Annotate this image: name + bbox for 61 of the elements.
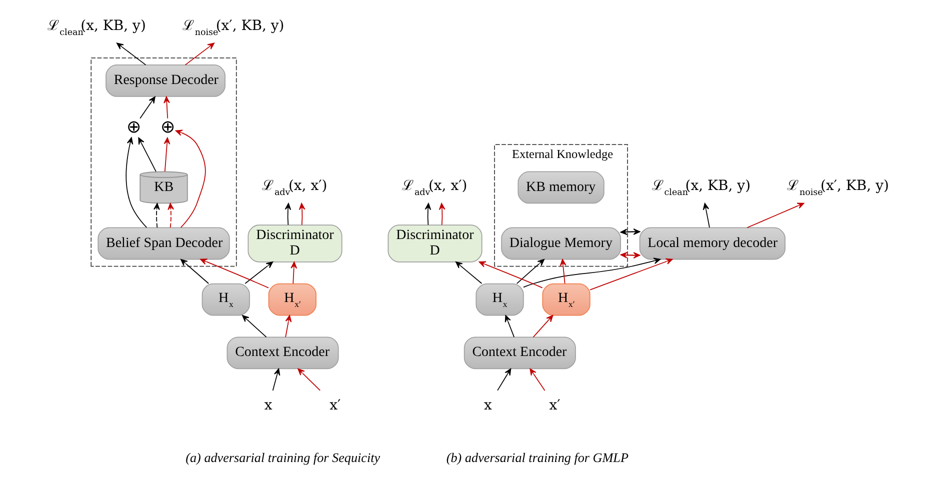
arrow — [200, 258, 269, 288]
arrow — [478, 261, 543, 288]
arrow — [746, 202, 804, 228]
label: (a) adversarial training for Sequicity — [186, 450, 380, 465]
arrow — [424, 203, 432, 226]
arrow — [138, 137, 156, 172]
label: (b) adversarial training for GMLP — [446, 450, 628, 465]
arrow — [456, 261, 482, 284]
arrow — [126, 137, 148, 228]
arrow — [298, 203, 306, 226]
arrow — [272, 368, 280, 391]
node-box: Discriminator D — [248, 224, 342, 262]
arrow — [532, 315, 554, 338]
arrow — [242, 315, 267, 338]
arrow — [504, 315, 515, 338]
arrow — [180, 258, 210, 284]
node-text: ⊕ — [160, 116, 176, 136]
arrow — [184, 42, 214, 66]
arrow — [530, 368, 546, 391]
node-box: H$_{x}$ — [202, 283, 250, 316]
node-text: ℒ$_{adv}$(x, x′) — [402, 178, 468, 198]
node-text: ℒ$_{clean}$(x, KB, y) — [47, 18, 146, 38]
node-text: x — [264, 398, 272, 414]
arrow — [164, 96, 170, 119]
node-box: Discriminator D — [388, 224, 482, 262]
arrow — [164, 137, 170, 172]
node-box: Dialogue Memory — [501, 227, 621, 260]
arrow — [154, 202, 160, 228]
node-text: ℒ$_{adv}$(x, x′) — [262, 178, 328, 198]
arrow — [523, 258, 661, 288]
node-text: ⊕ — [126, 116, 142, 136]
arrow — [560, 258, 566, 284]
arrow — [285, 315, 292, 338]
node-box: KB memory — [518, 171, 604, 204]
arrow — [516, 258, 544, 284]
arrow — [590, 258, 673, 290]
node-box: H$_{x}$ — [476, 283, 524, 316]
arrow — [168, 202, 174, 228]
node-box: Belief Span Decoder — [98, 227, 230, 260]
node-box: Context Encoder — [226, 336, 339, 370]
arrow — [702, 202, 710, 228]
node-box: Response Decoder — [106, 64, 226, 97]
node-text: ℒ$_{noise}$(x′, KB, y) — [182, 18, 284, 38]
node-text: x — [484, 398, 492, 414]
arrow — [175, 130, 206, 228]
arrow — [116, 42, 146, 66]
node-text: ℒ$_{noise}$(x′, KB, y) — [787, 178, 889, 198]
node-box: H$_{x′}$ — [268, 283, 316, 316]
node-text: x′ — [549, 398, 560, 414]
arrow — [284, 203, 292, 226]
node-box: H$_{x′}$ — [542, 283, 590, 316]
node-box: Local memory decoder — [639, 227, 786, 260]
arrow — [290, 262, 298, 284]
node-text: x′ — [330, 398, 341, 414]
node-text: ℒ$_{clean}$(x, KB, y) — [652, 178, 751, 198]
arrow — [438, 203, 446, 226]
node-box: Context Encoder — [464, 336, 576, 370]
arrow — [140, 96, 156, 119]
arrow — [244, 261, 274, 284]
arrow — [497, 368, 512, 391]
arrow — [298, 368, 321, 391]
